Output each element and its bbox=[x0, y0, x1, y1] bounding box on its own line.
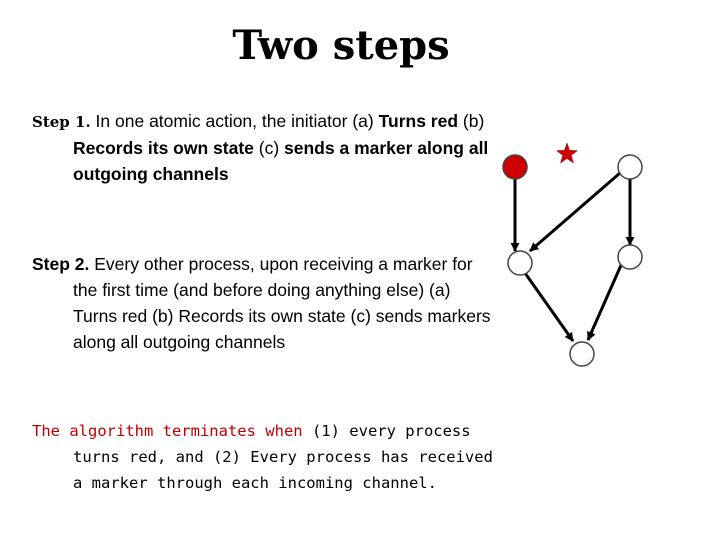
step2-text: Every other process, upon receiving a ma… bbox=[73, 254, 491, 352]
step1-label: Step 1. bbox=[32, 113, 91, 131]
process-node-bottom bbox=[569, 341, 595, 367]
edge-topright-to-left bbox=[529, 171, 621, 253]
step2-paragraph: Step 2. Every other process, upon receiv… bbox=[32, 251, 493, 355]
star-icon bbox=[555, 142, 579, 164]
step1-text-a: In one atomic action, the initiator (a) bbox=[90, 111, 379, 131]
step1-text-b: (b) bbox=[458, 111, 485, 131]
initiator-node bbox=[502, 154, 528, 180]
edge-rightmid-to-bottom bbox=[586, 262, 624, 341]
termination-rest: (1) every process turns red, and (2) Eve… bbox=[73, 422, 493, 492]
edge-leftmid-to-bottom bbox=[523, 272, 575, 342]
process-node-right-mid bbox=[617, 244, 643, 270]
termination-lead: The algorithm terminates when bbox=[32, 422, 303, 440]
process-node-top-right bbox=[617, 154, 643, 180]
termination-paragraph: The algorithm terminates when (1) every … bbox=[32, 418, 493, 496]
step1-records-state: Records its own state bbox=[73, 138, 254, 158]
process-node-left-mid bbox=[507, 250, 533, 276]
process-graph-diagram bbox=[502, 142, 643, 367]
step2-label: Step 2. bbox=[32, 254, 90, 274]
step1-text-c: (c) bbox=[253, 138, 285, 158]
step1-paragraph: Step 1. In one atomic action, the initia… bbox=[32, 108, 493, 187]
slide-title: Two steps bbox=[232, 22, 450, 69]
step1-turns-red: Turns red bbox=[378, 111, 459, 131]
step1-sends-marker: sends a marker along all outgoing channe… bbox=[73, 138, 489, 184]
